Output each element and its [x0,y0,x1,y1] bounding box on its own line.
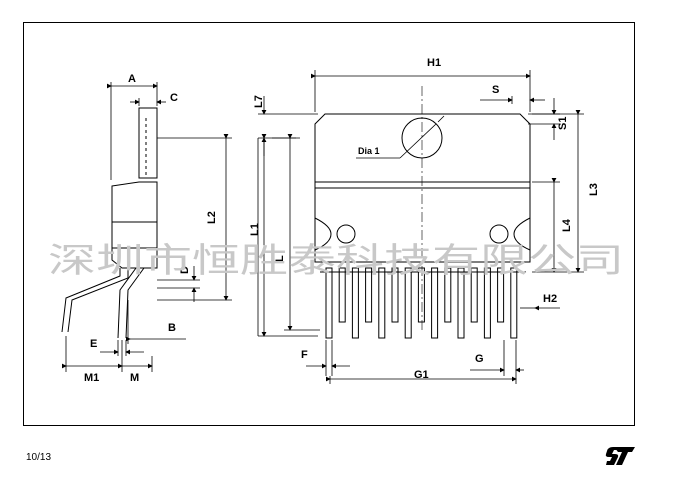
label-M: M [130,372,139,384]
label-L1: L1 [249,223,261,236]
lead-pin [431,267,439,339]
lead-pin [325,267,333,339]
watermark-text: 深圳市恒胜泰科技有限公司 [48,241,624,281]
lead-pin [457,267,465,339]
label-A: A [128,73,136,85]
label-L7: L7 [253,95,265,108]
front-body [314,181,531,263]
label-H1: H1 [427,57,441,69]
label-F: F [301,349,308,361]
page-number: 10/13 [26,452,52,463]
lead-pin [338,267,346,323]
label-L3: L3 [588,183,600,196]
drawing-frame [23,22,635,426]
label-B: B [168,322,176,334]
lead-pin [391,267,399,323]
label-C: C [170,92,178,104]
st-logo-icon [605,447,635,465]
label-G1: G1 [414,369,429,381]
label-D: D [179,266,191,274]
body-marker-right [489,224,509,244]
label-E: E [90,338,97,350]
lead-pin [497,267,505,323]
dimension-labels: A C L2 D B E M1 M H1 S L7 S1 L3 L4 L1 L … [84,57,600,384]
lead-pin [470,267,478,323]
side-body [111,181,158,269]
body-marker-left [336,224,356,244]
lead-pin [483,267,491,339]
side-lead-right [117,267,137,339]
label-G: G [475,353,484,365]
label-L4: L4 [561,218,573,232]
side-view [61,107,158,339]
label-M1: M1 [84,372,99,384]
label-L: L [274,255,286,262]
lead-pin [510,267,518,339]
label-H2: H2 [543,293,557,305]
lead-pin [365,267,373,323]
lead-pin [404,267,412,339]
lead-pin [351,267,359,339]
front-heat-tab [314,113,531,183]
side-heat-tab [138,107,158,179]
label-L2: L2 [206,211,218,224]
side-lead-left [67,268,129,333]
lead-pin [378,267,386,339]
lead-pin [444,267,452,323]
label-S: S [492,84,499,96]
front-leads [320,267,526,339]
label-Dia1: Dia 1 [358,146,380,156]
lead-pin [417,267,425,323]
label-S1: S1 [557,117,569,130]
